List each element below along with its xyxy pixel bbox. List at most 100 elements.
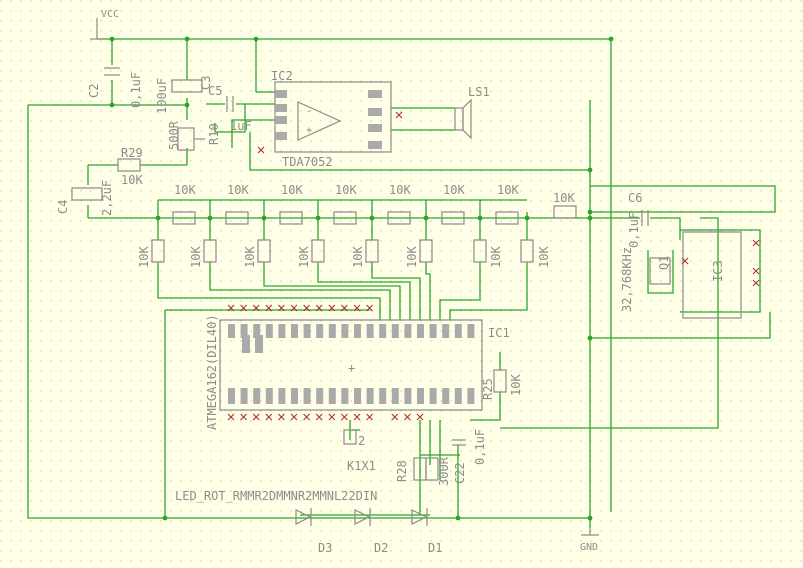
ic1-bottom-pin xyxy=(341,388,349,404)
svg-text:-: - xyxy=(306,106,312,117)
ic1-value: ATMEGA162(DIL40) xyxy=(205,314,219,430)
ladder-resistor-v7[interactable]: 10K xyxy=(473,239,503,268)
led-d1[interactable]: D1 xyxy=(411,508,442,555)
capacitor-c6[interactable]: C6 0,1uF xyxy=(627,191,649,248)
vcc-label: VCC xyxy=(101,9,119,20)
led-labels: LED_ROT_RMMR2DMMNR2MMNL22DIN xyxy=(175,489,377,503)
svg-text:10K: 10K xyxy=(389,183,411,197)
ic1-top-pin xyxy=(379,324,387,338)
svg-text:10K: 10K xyxy=(351,246,365,268)
ic1-top-pin xyxy=(366,324,374,338)
ic1-bottom-pin xyxy=(391,388,399,404)
svg-text:10K: 10K xyxy=(137,246,151,268)
ic3-chip[interactable]: IC3 xyxy=(681,231,760,319)
k1-name: 2 xyxy=(358,434,365,448)
capacitor-c4[interactable]: C4 2,2uF xyxy=(56,180,114,216)
r10-value: 500R xyxy=(167,120,181,150)
svg-text:10K: 10K xyxy=(174,183,196,197)
capacitor-c5[interactable]: C5 1uF xyxy=(208,84,252,133)
ic1-top-pin xyxy=(278,324,286,338)
ic1-bottom-pin xyxy=(303,388,311,404)
capacitor-bottom[interactable]: 0,1uF C22 xyxy=(452,429,487,484)
ic1-bottom-pin xyxy=(316,388,324,404)
ic2-value: TDA7052 xyxy=(282,155,333,169)
svg-text:10K: 10K xyxy=(537,246,551,268)
ic1-nc-mark xyxy=(391,413,399,421)
ic1-top-pin xyxy=(228,324,235,338)
ic1-bottom-pin xyxy=(228,388,235,404)
svg-text:10K: 10K xyxy=(243,246,257,268)
ic1-top-pin xyxy=(354,324,361,338)
ic1-nc-mark xyxy=(303,413,310,421)
resistor-r29[interactable]: R29 10K xyxy=(117,146,143,187)
capacitor-c3[interactable]: C3 100uF xyxy=(155,76,213,114)
ic1-bottom-pin xyxy=(366,388,374,404)
ladder-resistor-v5[interactable]: 10K xyxy=(351,239,379,268)
ladder-resistor-h2[interactable]: 10K xyxy=(225,183,249,225)
svg-text:10K: 10K xyxy=(553,191,575,205)
ladder-resistor-v1[interactable]: 10K xyxy=(137,239,165,268)
ic1-nc-mark xyxy=(341,413,348,421)
svg-text:+: + xyxy=(348,361,355,375)
svg-text:D1: D1 xyxy=(428,541,442,555)
ic1-nc-mark xyxy=(227,304,235,312)
ladder-resistor-h1[interactable]: 10K xyxy=(172,183,196,225)
ic1-top-pin xyxy=(253,324,261,338)
capacitor-c2[interactable]: C2 0,1uF xyxy=(87,67,143,108)
led-d3[interactable]: D3 xyxy=(295,508,332,555)
ic1-nc-mark xyxy=(353,304,361,312)
ic1-top-pin xyxy=(417,324,424,338)
potentiometer-r10[interactable]: 500R R10 xyxy=(167,120,221,151)
ic1-nc-mark xyxy=(252,304,260,312)
gnd-symbol: GND xyxy=(580,528,599,553)
ic1-top-pin xyxy=(328,324,336,338)
svg-text:D3: D3 xyxy=(318,541,332,555)
ladder-resistor-v4[interactable]: 10K xyxy=(297,239,325,268)
ic1-nc-mark xyxy=(278,413,285,421)
ic1-nc-mark xyxy=(240,304,247,312)
ic1-top-pin xyxy=(404,324,412,338)
ic1-nc-mark xyxy=(416,413,424,421)
ladder-resistor-h5[interactable]: 10K xyxy=(387,183,411,225)
ic1-top-pin xyxy=(265,324,273,338)
ls1-label: LS1 xyxy=(468,85,490,99)
ic1-nc-mark xyxy=(290,413,298,421)
ic1-bottom-pin xyxy=(291,388,298,404)
ladder-resistor-h7[interactable]: 10K xyxy=(495,183,519,225)
ic2-amplifier[interactable]: - + IC2 TDA7052 xyxy=(257,69,403,169)
ladder-resistor-v8[interactable]: 10K xyxy=(520,239,551,268)
ic1-bottom-pin xyxy=(454,388,462,404)
ic1-bottom-pin xyxy=(404,388,412,404)
bottom-cap-label: C22 xyxy=(453,462,467,484)
ic1-microcontroller[interactable]: IC1 ATMEGA162(DIL40) + xyxy=(205,304,510,430)
ladder-resistor-h4[interactable]: 10K xyxy=(333,183,357,225)
connector-k1[interactable]: 2 K1X1 xyxy=(343,429,376,473)
resistor-r28[interactable]: R28 300R xyxy=(395,456,451,486)
ic1-top-pin xyxy=(391,324,399,338)
c5-value: 1uF xyxy=(230,119,252,133)
ladder-resistor-h3[interactable]: 10K xyxy=(279,183,303,225)
c3-value: 100uF xyxy=(155,78,169,114)
svg-text:10K: 10K xyxy=(189,246,203,268)
led-d2[interactable]: D2 xyxy=(354,508,388,555)
ladder-resistor-v6[interactable]: 10K xyxy=(405,239,433,268)
ic3-label: IC3 xyxy=(711,260,725,282)
svg-text:10K: 10K xyxy=(297,246,311,268)
ladder-resistor-h8[interactable]: 10K xyxy=(553,191,577,219)
gnd-label: GND xyxy=(580,542,598,553)
ladder-resistor-v3[interactable]: 10K xyxy=(243,239,271,268)
ic1-nc-mark xyxy=(341,304,348,312)
r29-label: R29 xyxy=(121,146,143,160)
ic1-nc-mark xyxy=(315,304,323,312)
resistor-r25[interactable]: R25 10K xyxy=(481,369,523,400)
ladder-resistor-v2[interactable]: 10K xyxy=(189,239,217,268)
speaker-ls1[interactable]: LS1 xyxy=(454,85,490,140)
ic1-bottom-pin xyxy=(467,388,475,404)
ic1-nc-mark xyxy=(252,413,260,421)
r28-label: R28 xyxy=(395,460,409,482)
svg-text:D2: D2 xyxy=(374,541,388,555)
ladder-resistor-h6[interactable]: 10K xyxy=(441,183,465,225)
ic1-bottom-pin xyxy=(354,388,361,404)
crystal-q1[interactable]: Q1 32,768KHz xyxy=(620,247,671,312)
